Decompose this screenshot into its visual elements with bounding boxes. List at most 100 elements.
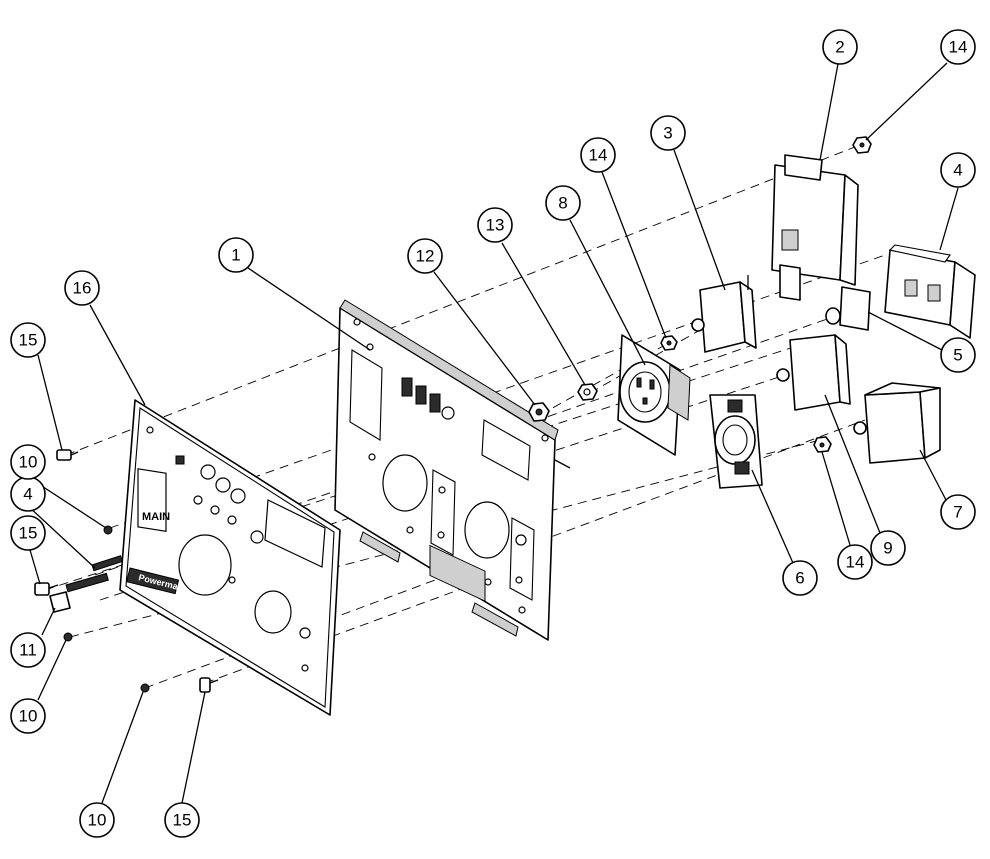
panel-hole [515,576,523,584]
callout-label: 10 [88,811,107,830]
breaker-side [919,387,941,459]
breaker-front [699,281,746,353]
breaker-front [864,391,926,464]
panel-hole [518,606,526,614]
callout-14: 14 [940,29,976,65]
plate-hole [299,627,311,639]
callout-label: 4 [23,485,32,504]
receptacle-slot [649,379,655,390]
gfci-outlet [927,284,941,302]
leader-line [501,242,586,386]
leader-line [919,449,947,501]
callout-11: 11 [10,632,46,668]
part-7-breaker [853,382,941,464]
panel-round-cutout [464,501,510,559]
part-14-nut [813,436,832,453]
part-15-screw [34,582,59,596]
breaker-toggle [691,318,705,332]
panel-hole [441,406,455,420]
plate-hole [301,664,309,672]
screw-head [140,683,150,693]
callout-label: 15 [19,331,38,350]
callout-label: 16 [73,279,92,298]
fasteners [34,449,219,693]
part-16-front-plate: MAIN Powermate [119,399,341,716]
panel-hole [541,434,549,442]
plate-hole [250,530,264,544]
part-8-receptacle [617,334,691,456]
screw-shank [48,584,59,589]
callout-label: 15 [173,811,192,830]
plate-hole [228,576,236,584]
breaker-toggle [776,368,790,382]
receptacle-face-inner [628,371,662,413]
breaker-side [834,334,851,405]
callout-5: 5 [940,337,976,373]
gfci-side [949,261,976,339]
callout-label: 14 [589,146,608,165]
hex-nut-bore [535,408,543,416]
plate-round-cutout [178,534,232,596]
callout-label: 13 [486,216,505,235]
panel-rear-breaker [429,544,486,602]
part-10-screw [140,683,150,693]
panel-hole [353,318,361,326]
callout-10: 10 [10,444,46,480]
part-5-switch [825,286,871,331]
callout-12: 12 [407,238,443,274]
plate-hole [230,488,246,504]
callout-label: 2 [835,38,844,57]
panel-toggle-switch [415,385,427,405]
panel-stud [554,459,571,469]
hex-nut-bore [666,340,672,346]
callout-label: 11 [19,641,37,660]
plate-hole [200,464,216,480]
callout-label: 12 [416,247,435,266]
leader-line [433,271,536,406]
receptacle-slot [642,397,648,405]
callout-15: 15 [10,515,46,551]
leader-line [939,187,959,251]
leader-line [824,394,881,534]
leader-line [821,451,851,546]
callout-label: 7 [953,503,962,522]
part-15-screw [199,677,219,693]
receptacle-body [667,364,691,421]
leader-line [867,311,943,351]
screw-shank [70,451,79,456]
panel-hole [437,531,445,539]
leader-line [673,149,726,291]
receptacle-slot [636,377,642,388]
part-14-nut [660,335,678,351]
plate-brand-logo [126,567,180,595]
leader-line [751,469,794,564]
leader-line [181,691,206,804]
callout-15: 15 [10,322,46,358]
callout-4: 4 [940,152,976,188]
callout-8: 8 [545,185,581,221]
panel-hole [484,578,492,586]
callout-10: 10 [10,698,46,734]
panel-window [349,349,383,441]
callout-10: 10 [79,802,115,838]
callout-label: 15 [19,524,38,543]
callout-label: 5 [953,346,962,365]
callout-16: 16 [64,270,100,306]
breaker-front [789,334,841,411]
panel-hole [368,453,376,461]
panel-round-cutout [382,454,428,512]
panel-bottom-tab [359,531,401,563]
callout-4: 4 [10,476,46,512]
plate-window [264,499,326,568]
part-13-nut [577,383,598,401]
part-9-breaker [776,334,851,411]
plate-hole [215,477,231,493]
leader-line [601,171,667,339]
part-4-screw [91,555,124,572]
part-1-main-panel [334,299,571,641]
double-breaker-top-terminal [784,154,823,181]
plate-hole [227,515,237,525]
screw-head [34,582,50,596]
leader-line [29,549,41,585]
